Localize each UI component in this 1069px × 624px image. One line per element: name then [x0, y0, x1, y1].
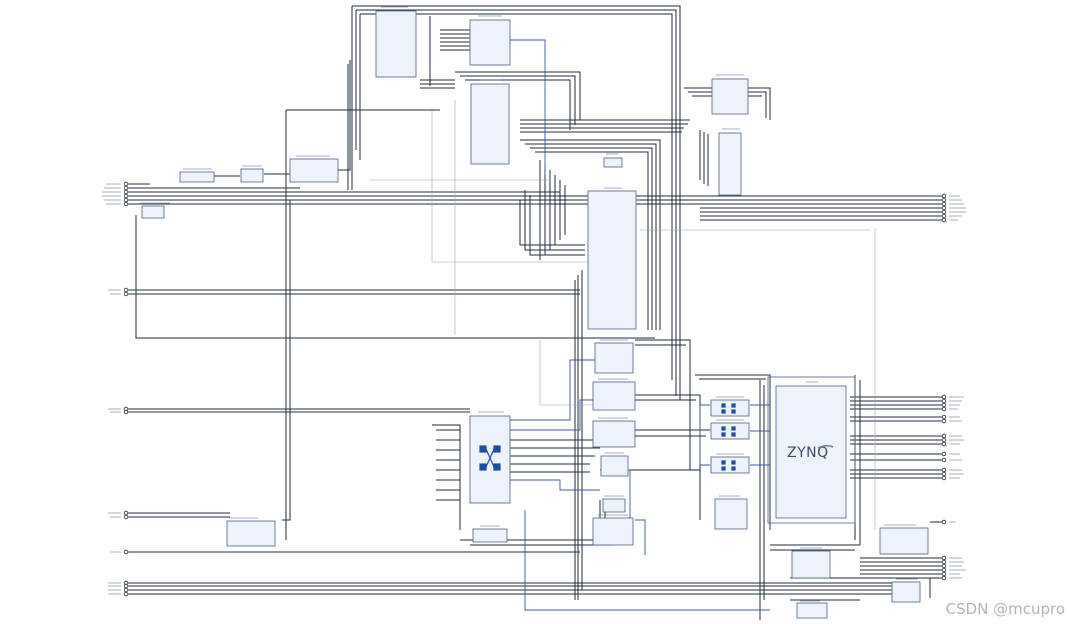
port-right	[941, 414, 947, 420]
port-left	[123, 287, 129, 293]
port-left	[123, 514, 129, 520]
ip-block-center-e[interactable]	[602, 498, 626, 513]
ip-block-left-small[interactable]	[141, 205, 165, 219]
port-right	[941, 437, 947, 443]
port-right	[941, 433, 947, 439]
wire-group-dark	[128, 5, 942, 620]
ip-block-bottom-mid[interactable]	[791, 550, 831, 579]
port-right	[941, 559, 947, 565]
ip-block-xbar-2[interactable]	[710, 422, 750, 440]
ip-block-util-small[interactable]	[240, 168, 264, 183]
watermark: CSDN @mcupro	[945, 600, 1065, 618]
port-right	[941, 406, 947, 412]
port-right	[941, 555, 947, 561]
ip-block-util-gate[interactable]	[179, 171, 215, 183]
port-right	[941, 209, 947, 215]
port-right	[941, 451, 947, 457]
ip-block-xbar-3[interactable]	[710, 456, 750, 474]
port-left	[123, 409, 129, 415]
ip-block-lower-left[interactable]	[226, 520, 276, 547]
port-left	[123, 197, 129, 203]
ip-block-top-right[interactable]	[711, 78, 749, 115]
port-right	[941, 467, 947, 473]
port-right	[941, 575, 947, 581]
zynq-logo: ZYNQ	[787, 444, 834, 461]
ip-block-center-d[interactable]	[600, 455, 629, 477]
ip-block-top-left[interactable]	[375, 10, 417, 78]
zynq-logo-swoosh-icon	[817, 444, 834, 449]
port-right	[941, 457, 947, 463]
ip-block-xbar-1[interactable]	[710, 399, 750, 417]
port-left	[123, 185, 129, 191]
ip-blocks	[141, 10, 929, 619]
block-title-marks	[140, 6, 918, 602]
port-right	[941, 471, 947, 477]
port-right	[941, 567, 947, 573]
port-left	[123, 591, 129, 597]
port-left	[123, 549, 129, 555]
ip-block-lower-small[interactable]	[472, 528, 508, 543]
port-left	[123, 583, 129, 589]
ip-block-right-lower[interactable]	[879, 527, 929, 555]
ip-block-center-big[interactable]	[587, 190, 637, 330]
ip-block-right-tall[interactable]	[718, 132, 742, 196]
port-right	[941, 398, 947, 404]
port-labels-right	[949, 195, 966, 579]
ip-block-zynq-ps[interactable]	[775, 385, 847, 519]
port-left	[123, 201, 129, 207]
port-right	[941, 519, 947, 525]
port-left	[123, 291, 129, 297]
ip-block-center-a[interactable]	[594, 342, 634, 374]
port-right	[941, 475, 947, 481]
port-left	[123, 587, 129, 593]
ip-block-util-wide[interactable]	[289, 158, 339, 183]
port-right	[941, 418, 947, 424]
port-labels-left	[102, 183, 121, 595]
port-right	[941, 193, 947, 199]
ip-block-mid-left[interactable]	[470, 83, 510, 165]
port-right	[941, 213, 947, 219]
ports-left	[123, 181, 129, 597]
ip-block-small-const[interactable]	[603, 157, 623, 168]
wire-group-thin	[370, 100, 876, 530]
ip-block-center-b[interactable]	[592, 381, 636, 411]
ip-block-interconnect[interactable]	[469, 415, 511, 504]
port-right	[941, 394, 947, 400]
ip-block-lower-mid[interactable]	[714, 498, 748, 530]
zynq-logo-text: ZYNQ	[787, 445, 829, 461]
ip-block-top-mid[interactable]	[469, 19, 511, 66]
ip-block-center-c[interactable]	[592, 420, 636, 448]
ip-block-zynq-frame[interactable]	[767, 376, 856, 524]
crossbar-icon	[479, 403, 736, 471]
port-left	[123, 181, 129, 187]
port-right	[941, 441, 947, 447]
ip-block-center-f[interactable]	[592, 517, 634, 546]
ip-block-bottom-right[interactable]	[891, 581, 921, 603]
port-right	[941, 197, 947, 203]
port-left	[123, 193, 129, 199]
port-right	[941, 571, 947, 577]
port-right	[941, 205, 947, 211]
port-right	[941, 201, 947, 207]
ip-block-bottom-small[interactable]	[796, 602, 828, 619]
port-left	[123, 510, 129, 516]
port-right	[941, 402, 947, 408]
port-left	[123, 189, 129, 195]
port-right	[941, 563, 947, 569]
ports-right	[941, 193, 947, 581]
port-right	[941, 217, 947, 223]
